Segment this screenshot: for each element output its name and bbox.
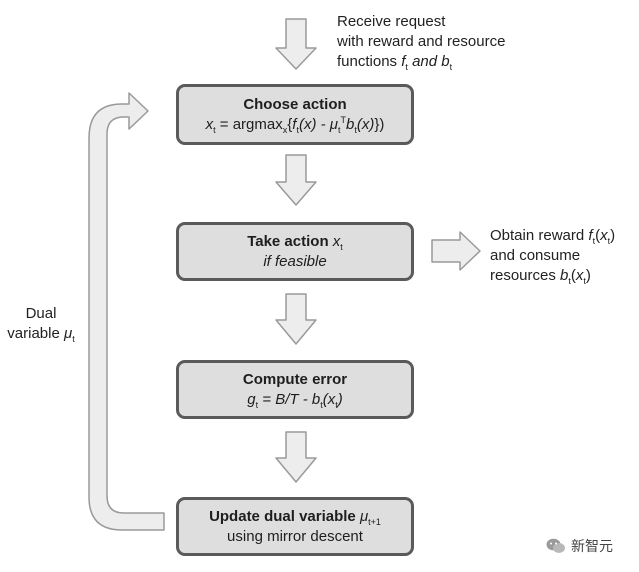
update-dual-title: Update dual variable μt+1 (209, 507, 381, 527)
request-line2: with reward and resource (337, 33, 506, 50)
update-dual-box: Update dual variable μt+1 using mirror d… (176, 497, 414, 556)
choose-action-formula: xt = argmaxx{ft(x) - μtTbt(x)}) (205, 114, 385, 135)
obtain-label: Obtain reward ft(xt) and consume resourc… (490, 226, 615, 286)
arrow-down-request (275, 18, 317, 70)
watermark-text: 新智元 (571, 538, 613, 554)
choose-action-title: Choose action (243, 95, 347, 113)
choose-action-box: Choose action xt = argmaxx{ft(x) - μtTbt… (176, 84, 414, 145)
watermark: 新智元 (546, 536, 613, 556)
request-label: Receive request with reward and resource… (337, 12, 505, 72)
arrow-down-compute-update (275, 431, 317, 483)
obtain-line3: resources bt(xt) (490, 267, 591, 286)
request-line1: Receive request (337, 13, 446, 30)
take-action-title: Take action xt (247, 232, 343, 252)
arrow-down-take-compute (275, 293, 317, 345)
take-action-box: Take action xt if feasible (176, 222, 414, 281)
take-action-subtitle: if feasible (263, 252, 327, 270)
compute-error-title: Compute error (242, 370, 348, 388)
compute-error-box: Compute error gt = B/T - bt(xt) (176, 360, 414, 419)
dual-line2: variable μt (7, 325, 75, 344)
obtain-line1: Obtain reward ft(xt) (490, 227, 616, 246)
wechat-icon (546, 538, 565, 553)
compute-error-formula: gt = B/T - bt(xt) (247, 390, 343, 410)
arrow-right-take-obtain (431, 231, 481, 271)
dual-variable-label: Dual variable μt (0, 304, 82, 344)
dual-line1: Dual (25, 305, 57, 322)
request-line3: functions ft and bt (337, 53, 453, 72)
obtain-line2: and consume (490, 247, 581, 264)
update-dual-subtitle: using mirror descent (227, 527, 363, 545)
arrow-down-choose-take (275, 154, 317, 206)
arrow-feedback-loop (88, 92, 165, 531)
